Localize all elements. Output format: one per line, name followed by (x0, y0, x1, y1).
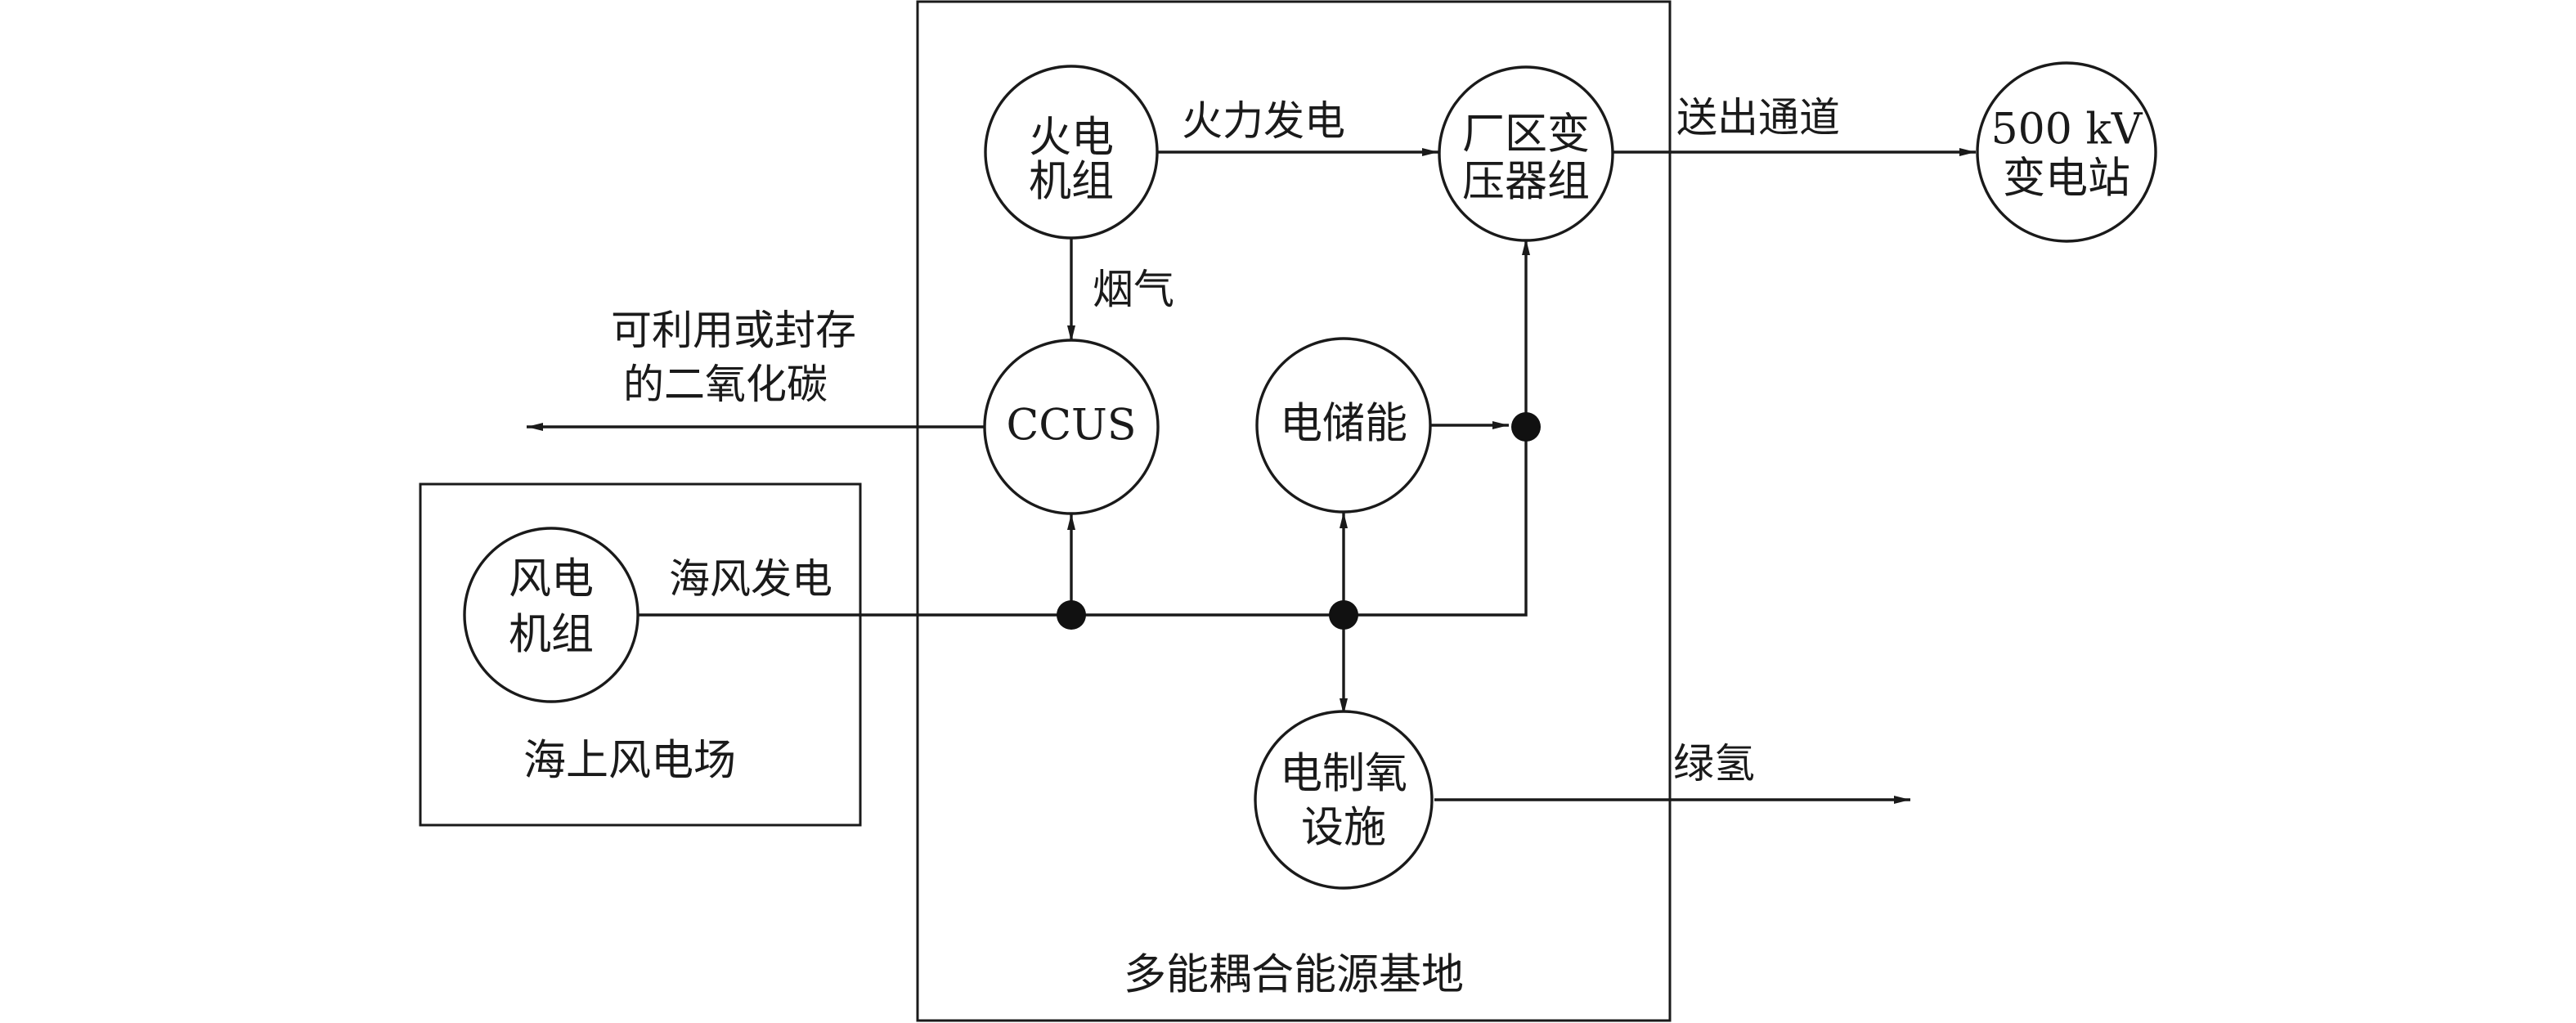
thermal-unit-label-2: 机组 (1029, 158, 1114, 207)
green-hydrogen-label: 绿氢 (1673, 740, 1755, 787)
wind-unit-label-2: 机组 (509, 611, 594, 660)
substation-node (1976, 61, 2157, 243)
base-frame-label: 多能耦合能源基地 (1124, 951, 1464, 1000)
wind-unit-node (463, 527, 640, 703)
transformer-label-2: 压器组 (1462, 158, 1590, 207)
co2-label-2: 的二氧化碳 (623, 361, 828, 408)
ccus-label: CCUS (1006, 402, 1136, 451)
offshore-frame-label: 海上风电场 (523, 737, 736, 786)
co2-label-1: 可利用或封存 (611, 307, 856, 354)
junction-dot-transformer (1511, 412, 1541, 442)
thermal-power-label: 火力发电 (1182, 97, 1345, 145)
hydrogen-node (1254, 710, 1434, 890)
substation-label-1: 500 kV (1991, 105, 2143, 155)
offshore-frame (419, 482, 862, 827)
send-out-channel-label: 送出通道 (1676, 94, 1840, 141)
transformer-node (1438, 65, 1614, 242)
ccus-node (983, 339, 1160, 515)
storage-node (1255, 337, 1432, 514)
wind-unit-label-1: 风电 (509, 555, 594, 604)
junction-dot-ccus (1057, 600, 1086, 630)
wind-bus-line (638, 427, 1528, 617)
hydrogen-label-2: 设施 (1301, 804, 1386, 853)
storage-label: 电储能 (1280, 400, 1407, 449)
substation-label-2: 变电站 (2003, 155, 2130, 204)
hydrogen-label-1: 电制氧 (1280, 750, 1407, 799)
offshore-wind-power-label: 海风发电 (669, 555, 832, 603)
thermal-unit-label-1: 火电 (1029, 114, 1114, 163)
thermal-unit-node (984, 65, 1159, 240)
junction-dot-storage (1329, 600, 1358, 630)
transformer-label-1: 厂区变 (1462, 110, 1590, 159)
flue-gas-label: 烟气 (1093, 266, 1174, 313)
base-frame (916, 0, 1672, 1022)
